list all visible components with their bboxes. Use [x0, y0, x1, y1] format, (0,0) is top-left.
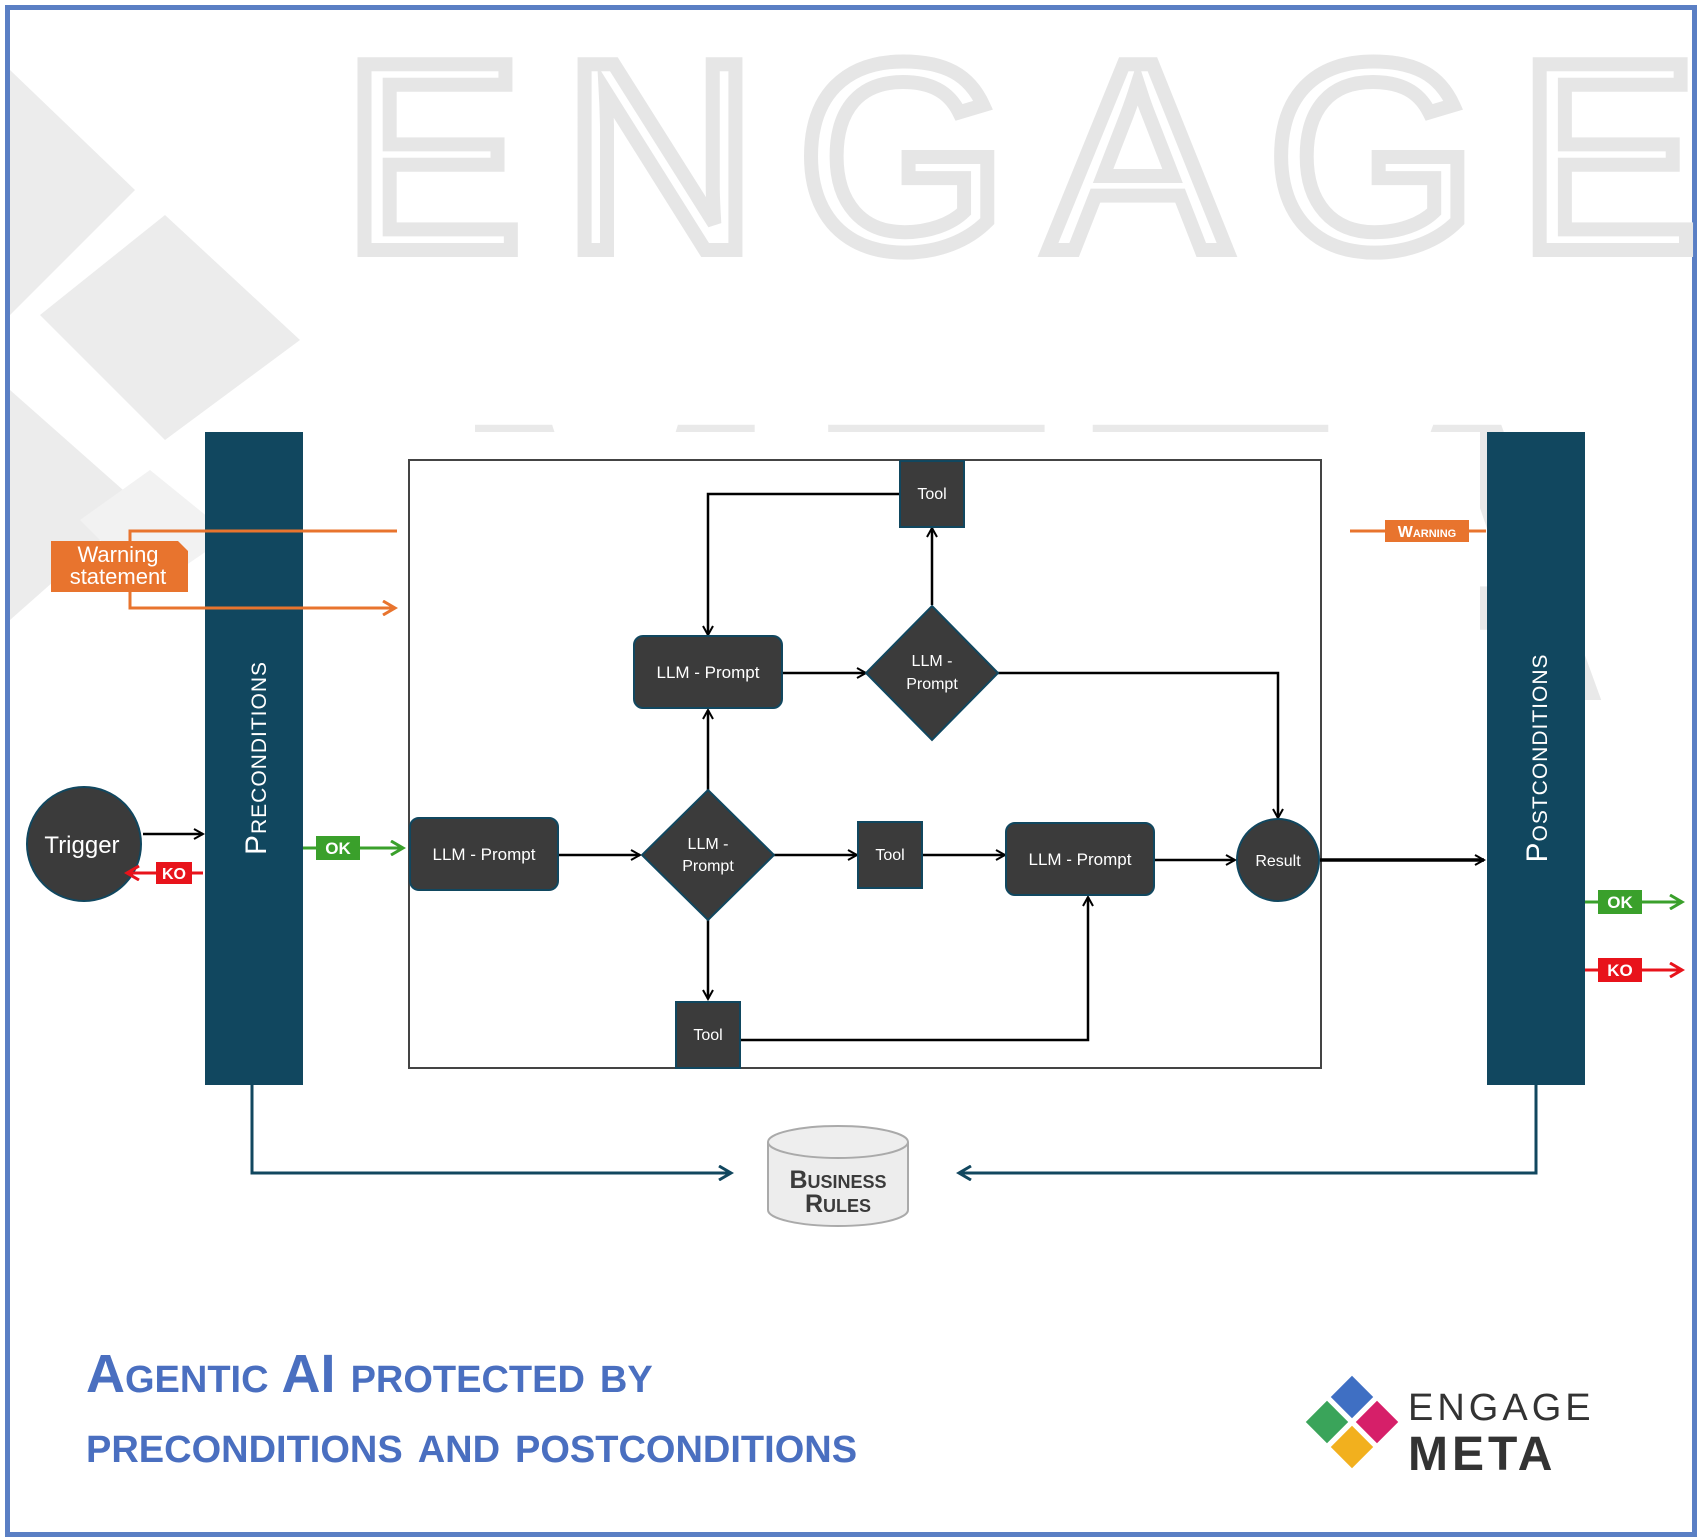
- caption-line1-emphasis: Agentic AI: [86, 1344, 336, 1404]
- llm-decision-upper-line2: Prompt: [906, 676, 958, 693]
- llm-decision-main-line2: Prompt: [682, 858, 734, 875]
- postcondition-ok-group: OK: [1585, 890, 1682, 914]
- postcondition-ko-group: KO: [1585, 958, 1682, 982]
- logo-word-engage: ENGAGE: [1408, 1387, 1595, 1429]
- precondition-ok-badge: [316, 836, 360, 860]
- warning-statement-group: Warning statement: [51, 529, 397, 608]
- result-node: Result: [1236, 818, 1320, 902]
- postconditions-label: Postconditions: [1521, 653, 1554, 862]
- postcondition-ko-badge: [1598, 958, 1642, 982]
- warning-statement-box: [51, 541, 188, 592]
- watermark-word-engage: ENGAGE: [342, 7, 1697, 308]
- llm-decision-main-line1: LLM -: [688, 836, 729, 853]
- postcondition-ok-label: OK: [1607, 893, 1633, 912]
- preconditions-bar: Preconditions: [205, 432, 303, 1085]
- postconditions-bar: Postconditions: [1487, 432, 1585, 1085]
- connector-decision2-to-result: [998, 671, 1278, 818]
- business-rules-connectors: [250, 1085, 1538, 1173]
- warning-statement-line1: Warning: [77, 542, 158, 567]
- tool-middle-node: Tool: [857, 821, 923, 889]
- result-label: Result: [1255, 853, 1301, 870]
- connector-tooltop-to-llm2: [708, 492, 900, 635]
- precondition-ko-badge: [156, 862, 192, 884]
- precondition-ok-label: OK: [325, 839, 351, 858]
- llm-decision-upper-node: LLM - Prompt: [864, 604, 1000, 742]
- llm-prompt-upper-node: LLM - Prompt: [633, 635, 783, 709]
- llm-prompt-upper-label: LLM - Prompt: [657, 663, 760, 682]
- llm-decision-main-node: LLM - Prompt: [640, 788, 776, 922]
- warning-badge-label: Warning: [1398, 524, 1457, 541]
- warning-statement-line2: statement: [70, 564, 167, 589]
- llm-decision-upper-line1: LLM -: [912, 653, 953, 670]
- tool-bottom-label: Tool: [693, 1027, 722, 1044]
- connector-toolbottom-to-llm3: [741, 897, 1088, 1042]
- llm-prompt-final-node: LLM - Prompt: [1005, 822, 1155, 896]
- llm-prompt-entry-label: LLM - Prompt: [433, 845, 536, 864]
- postcondition-ok-badge: [1598, 890, 1642, 914]
- logo-mark-icon: [1305, 1375, 1399, 1469]
- trigger-node: Trigger: [26, 786, 142, 902]
- tool-top-node: Tool: [899, 460, 965, 528]
- tool-middle-label: Tool: [875, 847, 904, 864]
- llm-prompt-final-label: LLM - Prompt: [1029, 850, 1132, 869]
- caption-line1: Agentic AI protected by: [86, 1344, 653, 1404]
- connector-postconditions-to-rules: [959, 1085, 1538, 1173]
- business-rules-line2: Rules: [805, 1190, 871, 1218]
- precondition-ok-group: OK: [303, 836, 403, 860]
- diagram-frame: [5, 5, 1697, 1537]
- precondition-ko-group: KO: [127, 862, 203, 884]
- business-rules-line1: Business: [789, 1166, 886, 1194]
- llm-prompt-entry-node: LLM - Prompt: [409, 817, 559, 891]
- engage-meta-logo: ENGAGE META: [1305, 1375, 1595, 1481]
- caption-line2: preconditions and postconditions: [86, 1414, 857, 1474]
- warning-line-lower: [128, 595, 395, 608]
- precondition-ko-label: KO: [162, 866, 186, 883]
- tool-top-label: Tool: [917, 486, 946, 503]
- business-rules-database: Business Rules: [767, 1125, 909, 1227]
- tool-bottom-node: Tool: [675, 1001, 741, 1069]
- agent-workflow-box: [408, 459, 1322, 1069]
- workflow-connectors: [143, 492, 1484, 1042]
- caption: Agentic AI protected by preconditions an…: [86, 1344, 857, 1474]
- trigger-label: Trigger: [44, 832, 119, 859]
- logo-word-meta: META: [1408, 1428, 1556, 1481]
- warning-badge-group: Warning: [1350, 520, 1486, 542]
- connector-preconditions-to-rules: [250, 1085, 731, 1173]
- caption-line1-rest: protected by: [336, 1344, 653, 1404]
- warning-badge: [1385, 520, 1469, 542]
- postcondition-ko-label: KO: [1607, 961, 1633, 980]
- preconditions-label: Preconditions: [240, 661, 273, 855]
